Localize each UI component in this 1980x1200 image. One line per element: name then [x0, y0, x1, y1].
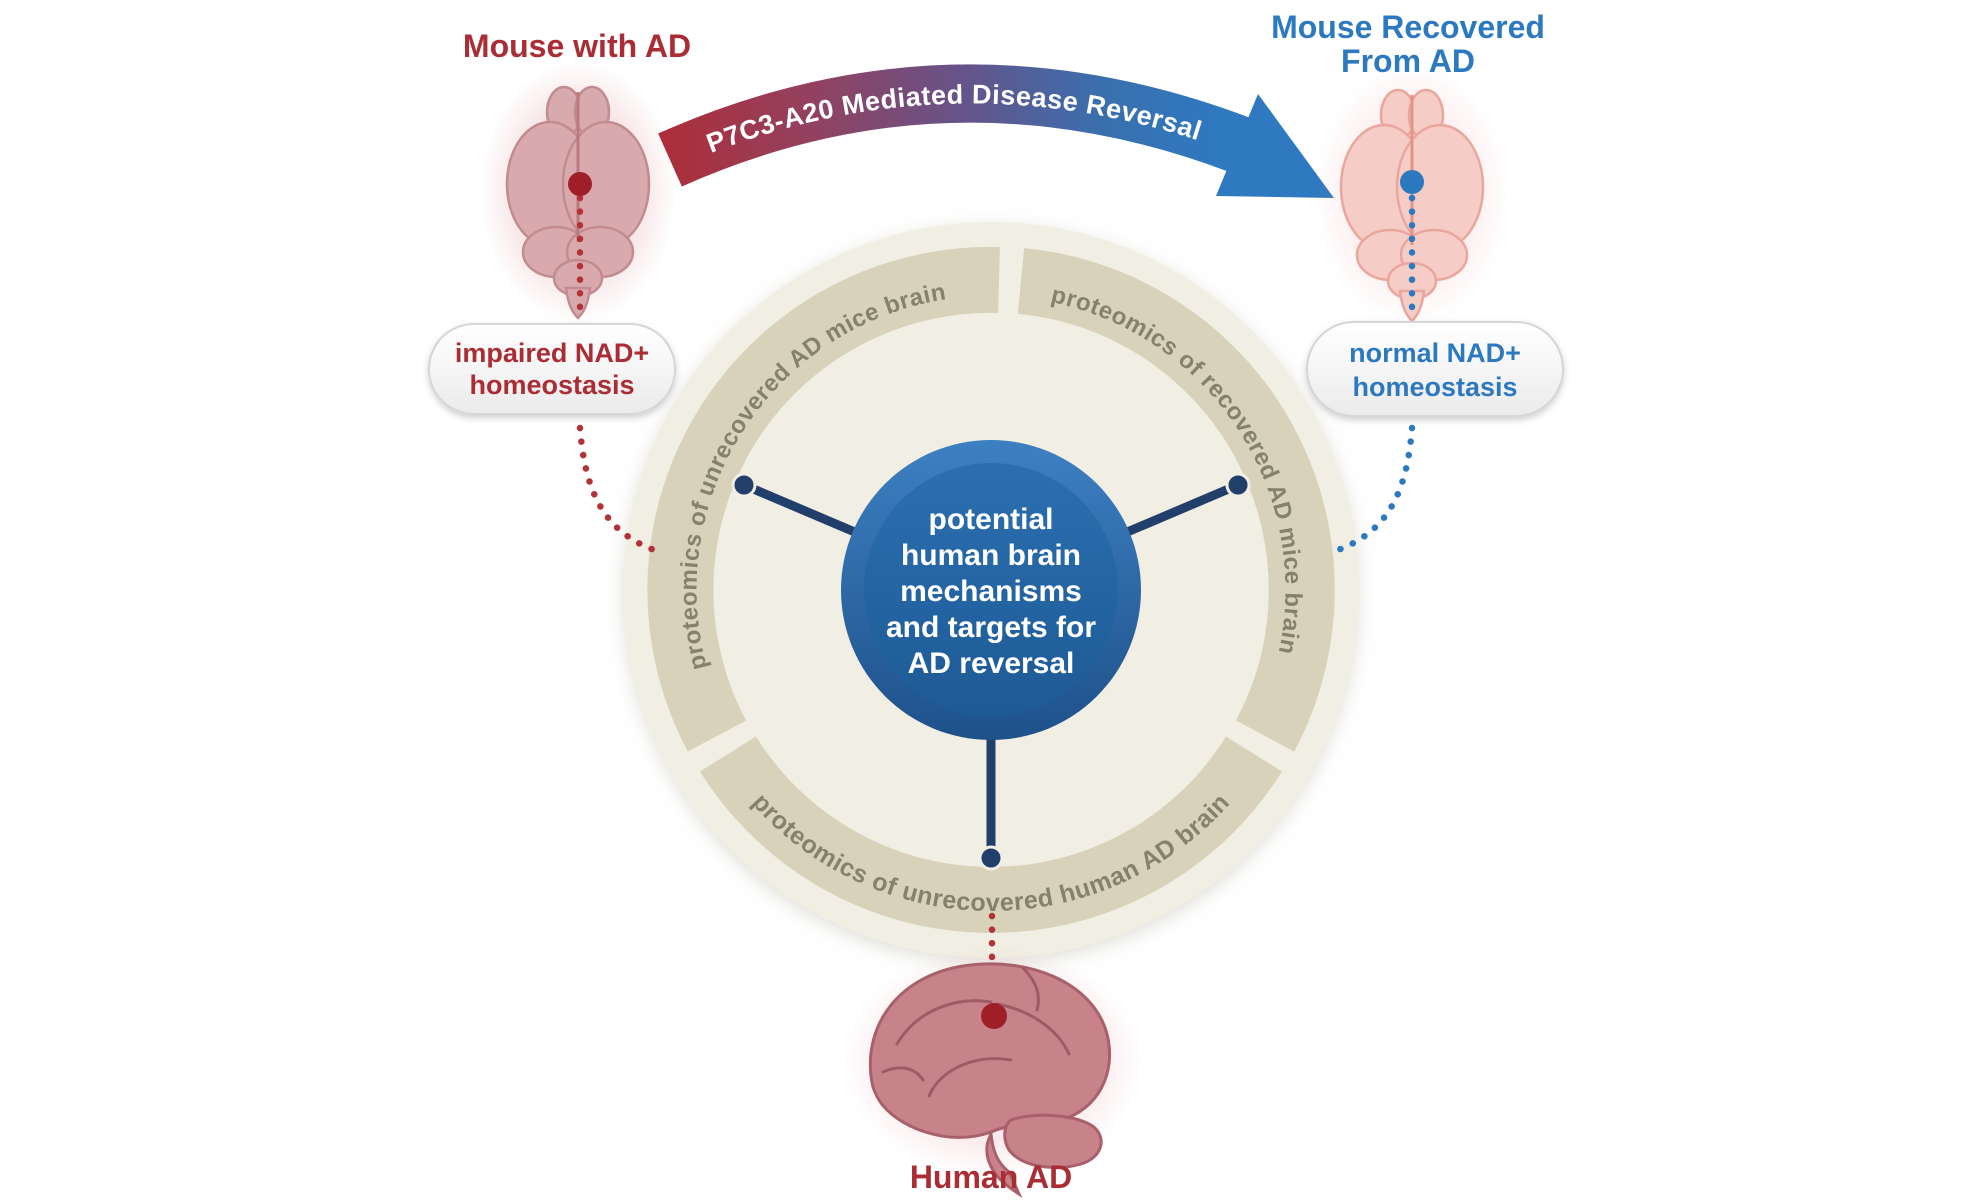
center-label-line-4: and targets for	[886, 611, 1096, 644]
center-label-line-5: AD reversal	[908, 647, 1075, 680]
marker-dot-mouse-recovered	[1400, 170, 1424, 194]
spoke-dot-bottom	[978, 845, 1004, 871]
center-label-line-1: potential	[929, 503, 1054, 536]
title-mouse-recovered: Mouse Recovered From AD	[1271, 9, 1545, 79]
pill-normal-nad: normal NAD+ homeostasis	[1306, 321, 1564, 417]
human-brain-illustration	[843, 947, 1143, 1199]
ring-segment-unrecovered-mice	[647, 246, 1000, 752]
banner-band	[658, 64, 1251, 187]
banner-arrowhead	[1216, 94, 1334, 198]
center-circle-core	[864, 463, 1118, 717]
center-label-line-3: mechanisms	[900, 575, 1082, 608]
pill-impaired-nad: impaired NAD+ homeostasis	[428, 323, 676, 415]
title-mouse-recovered-line-1: Mouse Recovered	[1271, 9, 1545, 45]
pill-normal-shape	[1306, 321, 1564, 417]
ring-segment-unrecovered-human	[700, 736, 1282, 933]
title-mouse-with-ad: Mouse with AD	[463, 28, 691, 64]
brainstem	[985, 1128, 1023, 1199]
pill-impaired-line-1: impaired NAD+	[455, 338, 649, 368]
banner-arrow: P7C3-A20 Mediated Disease Reversal	[658, 64, 1334, 198]
center-label-line-2: human brain	[901, 539, 1081, 572]
center-circle: potential human brain mechanisms and tar…	[841, 440, 1141, 740]
pill-normal-line-1: normal NAD+	[1349, 338, 1521, 368]
pill-normal-line-2: homeostasis	[1352, 372, 1517, 402]
connector-impaired-curve	[576, 424, 664, 556]
marker-dot-mouse-ad	[568, 172, 592, 196]
spoke-dot-left	[731, 472, 757, 498]
ring-segment-recovered-mice	[1017, 248, 1335, 752]
cerebrum	[868, 962, 1112, 1139]
pill-impaired-line-2: homeostasis	[469, 370, 634, 400]
title-human-ad: Human AD	[910, 1159, 1072, 1195]
pill-impaired-shape	[428, 323, 676, 415]
proteomics-disc: proteomics of unrecovered AD mice brain …	[623, 222, 1359, 958]
connector-normal-curve	[1328, 424, 1416, 556]
cerebellum	[1003, 1113, 1103, 1170]
marker-dot-human	[981, 1003, 1007, 1029]
spoke-dot-right	[1225, 472, 1251, 498]
